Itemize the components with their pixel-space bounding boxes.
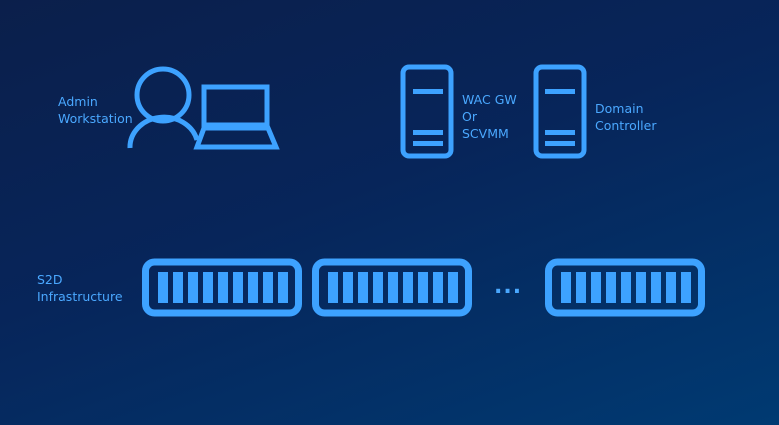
s2d-infrastructure-label: S2D Infrastructure bbox=[37, 272, 123, 304]
drive-bay bbox=[173, 272, 183, 303]
drive-bay bbox=[666, 272, 676, 303]
drive-bay bbox=[388, 272, 398, 303]
storage-rack-icon bbox=[545, 258, 705, 317]
admin-workstation-label: Admin Workstation bbox=[58, 94, 133, 126]
storage-rack-icon bbox=[142, 258, 302, 317]
drive-bay bbox=[448, 272, 458, 303]
drive-bay bbox=[278, 272, 288, 303]
domain-controller-label: Domain Controller bbox=[595, 101, 657, 133]
drive-bay bbox=[188, 272, 198, 303]
drive-bay bbox=[218, 272, 228, 303]
drive-bay bbox=[373, 272, 383, 303]
storage-rack-icon bbox=[312, 258, 472, 317]
wac-gw-label: WAC GW Or SCVMM bbox=[462, 92, 517, 141]
drive-bay bbox=[681, 272, 691, 303]
drive-bay bbox=[343, 272, 353, 303]
drive-bay bbox=[433, 272, 443, 303]
laptop-icon bbox=[193, 84, 280, 150]
drive-bay bbox=[158, 272, 168, 303]
drive-bay bbox=[403, 272, 413, 303]
drive-bay bbox=[328, 272, 338, 303]
drive-bay bbox=[621, 272, 631, 303]
drive-bay bbox=[591, 272, 601, 303]
ellipsis-label: ... bbox=[494, 274, 523, 299]
drive-bay bbox=[418, 272, 428, 303]
server-icon-domain-controller bbox=[533, 64, 587, 159]
drive-bay bbox=[233, 272, 243, 303]
drive-bay bbox=[606, 272, 616, 303]
drive-bay bbox=[263, 272, 273, 303]
drive-bay bbox=[203, 272, 213, 303]
drive-bay bbox=[636, 272, 646, 303]
drive-bay bbox=[561, 272, 571, 303]
user-icon bbox=[127, 66, 200, 149]
server-icon-wac bbox=[400, 64, 454, 159]
drive-bay bbox=[651, 272, 661, 303]
drive-bay bbox=[358, 272, 368, 303]
drive-bay bbox=[576, 272, 586, 303]
drive-bay bbox=[248, 272, 258, 303]
